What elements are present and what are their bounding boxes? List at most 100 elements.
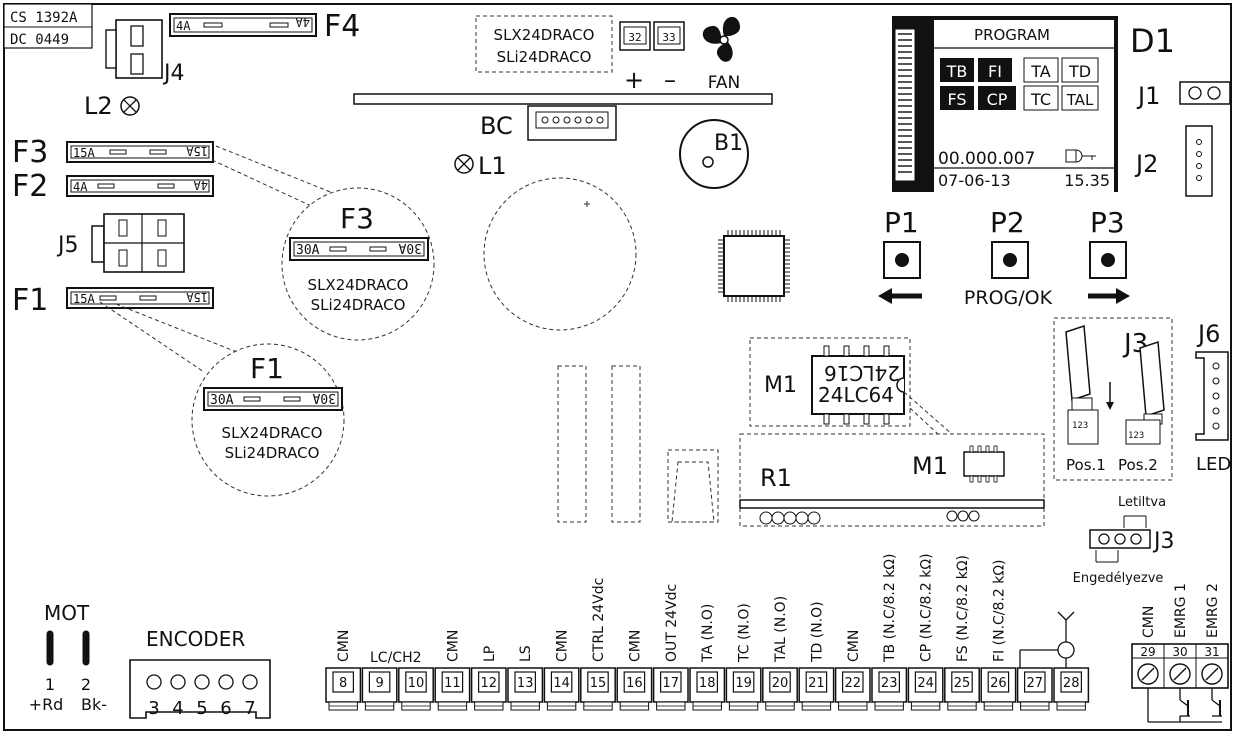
arrow-down-icon — [1106, 382, 1114, 410]
emergency-terminal-30: 30 — [1172, 645, 1187, 659]
terminal-label: TAL (N.O) — [773, 596, 789, 663]
eeprom-chip: 24LC16 24LC64 — [811, 345, 905, 425]
j6-label: J6 — [1196, 320, 1220, 348]
terminal-number: 15 — [590, 676, 607, 691]
led-label: LED — [1196, 454, 1231, 475]
terminal-17: 17 OUT 24Vdc — [652, 584, 689, 711]
lc-ch2-label: LC/CH2 — [370, 650, 422, 666]
fan-model-2: SLi24DRACO — [497, 48, 592, 66]
callout-f1-rating-inverted: 30A — [312, 390, 336, 405]
encoder-pin-hole — [242, 674, 258, 690]
l2-label: L2 — [84, 92, 113, 120]
fuse-f4: 4A 4A F4 — [169, 9, 360, 44]
emergency-label: EMRG 1 — [1173, 583, 1189, 638]
connector-j5: J5 — [56, 213, 185, 273]
jumper-j1: J1 — [1136, 81, 1231, 110]
pos1-label: Pos.1 — [1066, 456, 1106, 474]
callout-f1-model-2: SLi24DRACO — [225, 444, 320, 462]
display-time: 15.35 — [1064, 171, 1110, 190]
f4-rating-inverted: 4A — [295, 15, 310, 29]
emergency-terminal-29: 29 — [1140, 645, 1155, 659]
fan-block: SLX24DRACO SLi24DRACO 32 33 + – FAN — [475, 15, 741, 94]
terminal-label: TA (N.O) — [700, 604, 716, 663]
button-p3[interactable]: P3 — [1088, 206, 1130, 304]
button-p2[interactable]: P2 PROG/OK — [964, 206, 1053, 309]
f4-rating: 4A — [176, 19, 191, 33]
display-cp: CP — [987, 90, 1008, 109]
terminal-label: CTRL 24Vdc — [591, 578, 607, 662]
display-tal: TAL — [1066, 91, 1094, 109]
terminal-number: 28 — [1063, 676, 1080, 691]
p2-label: P2 — [990, 206, 1025, 239]
terminal-number: 17 — [663, 676, 680, 691]
emergency-switch-2-icon — [1211, 699, 1222, 717]
encoder-pin-hole — [146, 674, 162, 690]
encoder-pin-hole — [218, 674, 234, 690]
display-td: TD — [1068, 62, 1091, 81]
terminal-number: 23 — [881, 676, 898, 691]
mot-pin-2: 2 — [81, 675, 91, 694]
dashed-slots — [557, 365, 719, 523]
display-connector-stripes — [898, 33, 912, 173]
terminal-number: 20 — [772, 676, 789, 691]
encoder-pin-3: 3 — [148, 698, 159, 719]
terminal-label: FI (N.C/8.2 kΩ) — [991, 560, 1007, 663]
f3-label: F3 — [12, 135, 48, 170]
terminal-label: OUT 24Vdc — [664, 584, 680, 662]
p3-label: P3 — [1090, 206, 1125, 239]
antenna-icon — [1019, 611, 1075, 668]
fan-terminal-32: 32 — [628, 31, 641, 44]
f2-label: F2 — [12, 169, 48, 204]
callout-f3-model-1: SLX24DRACO — [308, 276, 409, 294]
cert-dc: DC 0449 — [10, 32, 69, 48]
encoder-pin-hole — [194, 674, 210, 690]
f2-rating-inverted: 4A — [193, 178, 208, 192]
terminal-label: TB (N.C/8.2 kΩ) — [882, 554, 898, 663]
terminal-label: FS (N.C/8.2 kΩ) — [955, 555, 971, 662]
terminal-number: 10 — [408, 676, 425, 691]
f1-rating-inverted: 15A — [186, 290, 208, 304]
f4-label: F4 — [324, 9, 360, 44]
emergency-switch-1-icon — [1179, 699, 1190, 722]
terminal-label: TD (N.O) — [809, 601, 825, 663]
arrow-left-icon — [878, 288, 922, 304]
terminal-9: 9 — [361, 667, 398, 711]
terminal-20: 20 TAL (N.O) — [762, 596, 798, 711]
connector-j4: J4 — [105, 19, 185, 86]
b1-label: B1 — [714, 131, 743, 156]
terminal-number: 21 — [808, 676, 825, 691]
terminal-label: CMN — [336, 630, 352, 662]
terminal-28: 28 — [1053, 667, 1090, 711]
button-p1[interactable]: P1 — [878, 206, 922, 304]
connector-bc: BC — [480, 105, 617, 141]
terminal-18: 18 TA (N.O) — [689, 604, 726, 711]
terminal-number: 18 — [699, 676, 716, 691]
arrow-right-icon — [1088, 288, 1130, 304]
mot-title: MOT — [44, 601, 90, 625]
callout-f1-title: F1 — [250, 352, 284, 385]
callout-f3-rating: 30A — [296, 243, 320, 258]
terminal-23: 23 TB (N.C/8.2 kΩ) — [871, 554, 908, 711]
j1-label: J1 — [1136, 82, 1160, 110]
lamp-l2: L2 — [84, 92, 140, 120]
terminal-number: 27 — [1027, 676, 1044, 691]
fan-label: FAN — [708, 73, 741, 93]
terminal-number: 24 — [917, 676, 934, 691]
terminal-label: CMN — [555, 630, 571, 662]
encoder-pin-4: 4 — [172, 698, 183, 719]
eeprom-chip-small — [963, 445, 1005, 483]
d1-label: D1 — [1130, 22, 1175, 60]
microcontroller-chip — [718, 230, 790, 302]
callout-f1: F1 30A 30A SLX24DRACO SLi24DRACO — [99, 301, 345, 497]
cert-labels: CS 1392A DC 0449 — [3, 3, 93, 49]
m1-callout-label: M1 — [764, 373, 797, 398]
